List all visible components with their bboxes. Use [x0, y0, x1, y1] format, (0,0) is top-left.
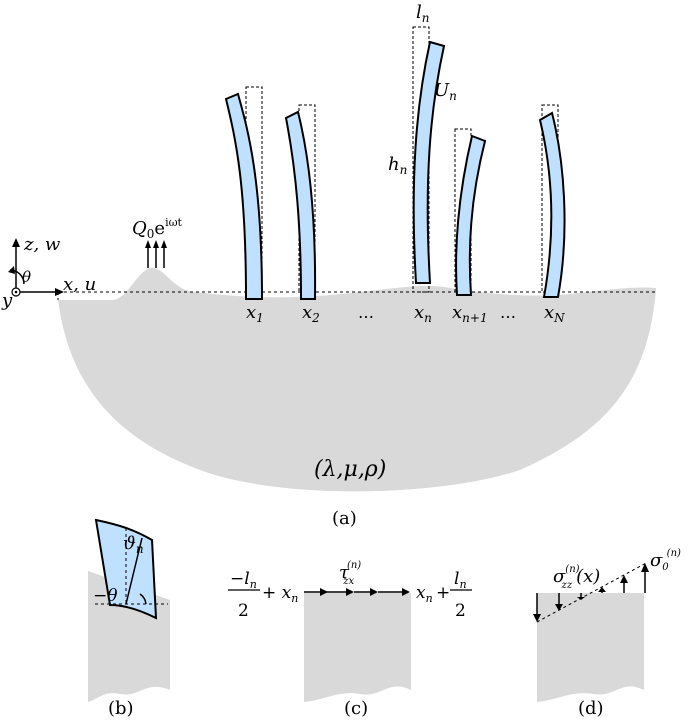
shear-arrows — [304, 588, 410, 596]
panel-d: σ(n)zz(x) σ0(n) — [533, 548, 681, 702]
rotation-label: θ — [22, 268, 31, 286]
position-label: x1 — [246, 302, 264, 325]
normal-stress-label: σ(n)zz(x) — [553, 564, 600, 591]
rod-n-undeformed — [412, 26, 430, 293]
panel-label-a: (a) — [332, 508, 357, 529]
panel-b-rotated-axis — [125, 537, 143, 605]
source-arrows — [145, 240, 167, 268]
rod-n1 — [455, 134, 487, 296]
position-label: xN — [544, 302, 565, 325]
position-label: xn — [414, 302, 432, 325]
svg-text:2: 2 — [455, 601, 466, 621]
rod-1 — [224, 92, 264, 300]
panel-c: −ln 2 + xn xn + ln 2 τ(n)zx — [228, 560, 472, 702]
rod-1-undeformed — [245, 86, 263, 293]
rod-N — [538, 111, 566, 298]
horizontal-axis-label: x, u — [63, 274, 96, 295]
svg-text:+ xn: + xn — [262, 583, 298, 605]
position-label: xn+1 — [452, 302, 488, 325]
main-figure: z, w x, u y θ Q0eiωt ln Un hn — [1, 2, 656, 492]
rod-length-label: ln — [416, 2, 430, 25]
position-ellipsis: … — [500, 303, 516, 322]
peak-stress-label: σ0(n) — [650, 548, 681, 573]
svg-text:ln: ln — [454, 569, 467, 591]
svg-text:+: + — [436, 583, 450, 603]
source-label: Q0eiωt — [132, 216, 183, 241]
panel-label-c: (c) — [344, 698, 368, 719]
rod-height-label: hn — [388, 154, 407, 177]
panel-b-angle-arc — [139, 593, 147, 605]
panel-b: ϑn −θ — [88, 518, 170, 702]
material-parameters: (λ,μ,ρ) — [314, 457, 386, 482]
panel-label-b: (b) — [108, 698, 134, 719]
panel-c-ground — [304, 593, 411, 702]
rod-2 — [284, 110, 317, 300]
rod-displacement-label: Un — [434, 80, 457, 103]
panel-c-left-bound: −ln 2 + xn — [228, 569, 298, 621]
panel-b-angle-label: ϑn — [123, 533, 144, 556]
panel-d-ground — [537, 593, 644, 702]
coordinate-axes: z, w x, u y θ — [1, 234, 96, 311]
normal-stress-arrows — [533, 563, 649, 622]
position-label: x2 — [302, 302, 320, 325]
position-ellipsis: … — [358, 303, 374, 322]
out-of-plane-axis-label: y — [1, 290, 13, 311]
vertical-axis-label: z, w — [23, 234, 61, 255]
panel-b-neg-theta: −θ — [93, 586, 117, 606]
rod-n — [412, 40, 446, 284]
svg-text:xn: xn — [416, 583, 433, 605]
svg-text:−ln: −ln — [230, 569, 257, 591]
shear-stress-label: τ(n)zx — [339, 560, 361, 587]
panel-label-d: (d) — [578, 698, 604, 719]
svg-text:2: 2 — [238, 601, 249, 621]
half-space-body — [58, 268, 656, 492]
panel-c-right-bound: xn + ln 2 — [416, 569, 472, 621]
